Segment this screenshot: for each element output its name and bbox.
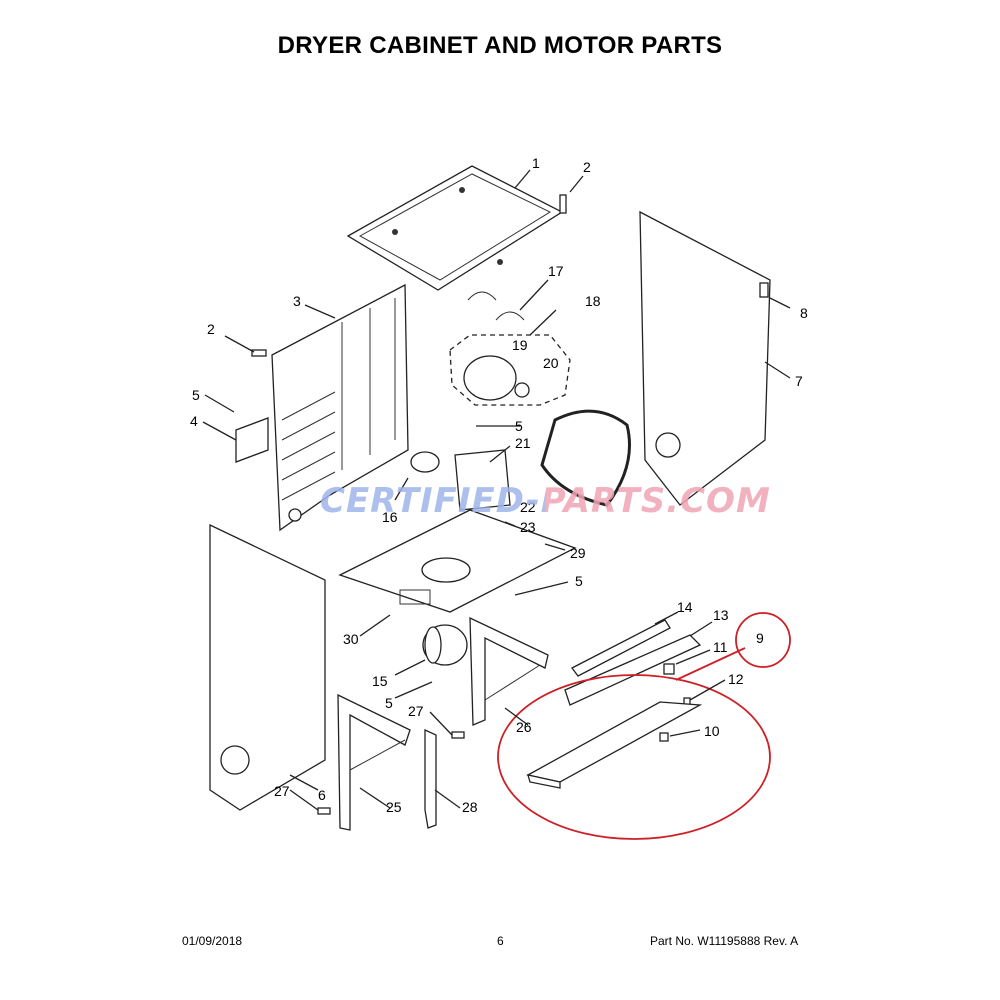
- callout-9: 9: [756, 630, 764, 646]
- callout-6: 6: [318, 787, 326, 803]
- callout-14: 14: [677, 599, 693, 615]
- callout-11: 11: [713, 639, 728, 655]
- callout-5-lower: 5: [385, 695, 393, 711]
- part-21-blower: [454, 449, 511, 511]
- callout-8: 8: [800, 305, 808, 321]
- part-4-bracket: [235, 417, 269, 463]
- part-2-screw-top: [559, 194, 567, 214]
- page-title: DRYER CABINET AND MOTOR PARTS: [277, 32, 723, 59]
- callout-18: 18: [585, 293, 601, 309]
- part-6-side-panel-left: [209, 523, 326, 811]
- callout-27-left: 27: [274, 783, 290, 799]
- callout-21: 21: [515, 435, 531, 451]
- callout-29: 29: [570, 545, 586, 561]
- callout-10: 10: [704, 723, 720, 739]
- highlight-leader: [675, 647, 746, 681]
- callout-12: 12: [728, 671, 744, 687]
- part-27-screw-right: [451, 731, 465, 739]
- part-13-rail: [564, 634, 702, 706]
- part-10-screw: [659, 732, 669, 742]
- part-11-clip: [663, 663, 675, 675]
- part-17-clamps: [467, 291, 525, 321]
- leader-arrows: [202, 169, 791, 811]
- callout-3: 3: [293, 293, 301, 309]
- part-7-side-panel-right: [639, 210, 771, 506]
- callout-5-right: 5: [575, 573, 583, 589]
- callout-4: 4: [190, 413, 198, 429]
- callout-5-mid: 5: [515, 418, 523, 434]
- callout-27-right: 27: [408, 703, 424, 719]
- callout-23: 23: [520, 519, 536, 535]
- watermark-text: CERTIFIED-PARTS.COM: [320, 481, 771, 521]
- callout-26: 26: [516, 719, 532, 735]
- callout-20: 20: [543, 355, 559, 371]
- part-3-back-panel: [271, 283, 409, 532]
- callout-19: 19: [512, 337, 528, 353]
- part-16-fan-housing: [410, 451, 440, 473]
- callout-7: 7: [795, 373, 803, 389]
- callout-22: 22: [520, 499, 536, 515]
- highlight-circle-9: [735, 612, 791, 668]
- callout-13: 13: [713, 607, 729, 623]
- footer-page-number: 6: [497, 934, 504, 948]
- part-14-rail: [571, 619, 671, 677]
- part-15-blower-wheel: [422, 624, 468, 666]
- part-28-leg: [424, 728, 437, 829]
- callout-5-left: 5: [192, 387, 200, 403]
- callout-15: 15: [372, 673, 388, 689]
- part-1-top-panel: [346, 165, 564, 291]
- callout-25: 25: [386, 799, 402, 815]
- part-22-belt: [540, 409, 631, 507]
- part-25-front-frame: [337, 693, 411, 831]
- callout-30: 30: [343, 631, 359, 647]
- callout-2-top: 2: [583, 159, 591, 175]
- callout-28: 28: [462, 799, 478, 815]
- callout-2-left: 2: [207, 321, 215, 337]
- part-29-base: [338, 509, 577, 613]
- part-9-toe-panel: [526, 701, 703, 789]
- part-2-screw-left: [251, 349, 267, 357]
- callout-16: 16: [382, 509, 398, 525]
- callout-1: 1: [532, 155, 540, 171]
- part-26-rear-frame: [469, 616, 549, 726]
- highlight-ellipse: [497, 674, 771, 840]
- footer-date: 01/09/2018: [182, 934, 243, 948]
- callout-17: 17: [548, 263, 564, 279]
- part-18-motor-assembly: [449, 334, 571, 406]
- footer-part-number: Part No. W11195888 Rev. A: [650, 934, 799, 948]
- part-27-screw-left: [317, 807, 331, 815]
- part-8-clip: [759, 282, 769, 298]
